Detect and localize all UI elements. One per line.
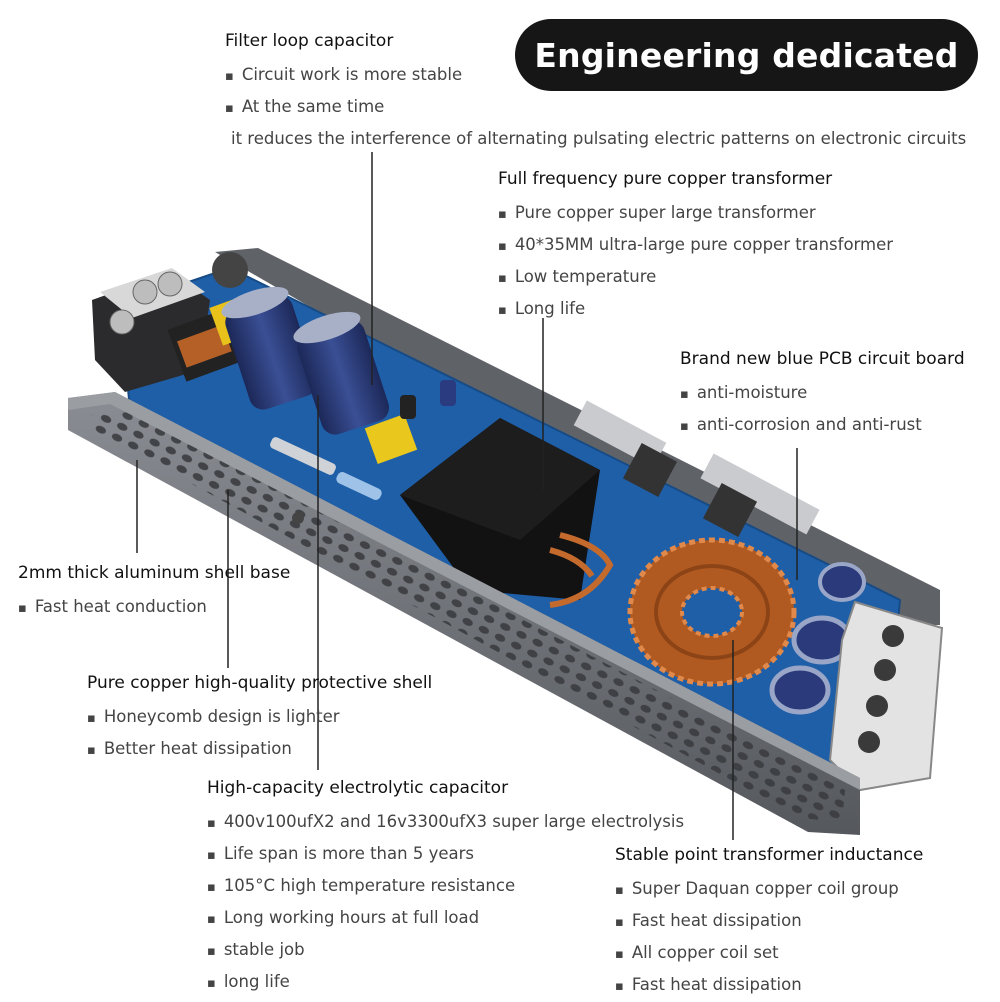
callout-protective-shell: Pure copper high-quality protective shel… — [87, 672, 432, 766]
callout-item: Super Daquan copper coil group — [615, 874, 923, 906]
electrolytic-capacitors-large — [221, 286, 390, 435]
callout-item: Long life — [498, 294, 893, 326]
callout-list: anti-moisture anti-corrosion and anti-ru… — [680, 378, 965, 442]
callout-list: Fast heat conduction — [18, 592, 290, 624]
callout-title: Stable point transformer inductance — [615, 845, 924, 865]
callout-item: Honeycomb design is lighter — [87, 702, 432, 734]
callout-item: anti-moisture — [680, 378, 965, 410]
callout-item: long life — [207, 967, 684, 999]
callout-title: Full frequency pure copper transformer — [498, 169, 833, 189]
callout-title: Pure copper high-quality protective shel… — [87, 673, 433, 693]
callout-title: Filter loop capacitor — [225, 31, 394, 51]
callout-list: Super Daquan copper coil group Fast heat… — [615, 874, 923, 1002]
callout-item: Fast heat dissipation — [615, 970, 923, 1002]
callout-title: 2mm thick aluminum shell base — [18, 563, 291, 583]
callout-item: Circuit work is more stable — [225, 60, 966, 92]
heat-sinks — [573, 400, 820, 538]
main-transformer — [400, 418, 614, 608]
callout-list: Circuit work is more stable At the same … — [225, 60, 966, 156]
callout-title: Brand new blue PCB circuit board — [680, 349, 965, 369]
shell-front-wall — [68, 392, 860, 835]
callout-pcb: Brand new blue PCB circuit board anti-mo… — [680, 348, 965, 442]
callout-item: 105°C high temperature resistance — [207, 871, 684, 903]
callout-list: Honeycomb design is lighter Better heat … — [87, 702, 432, 766]
callout-aluminum-base: 2mm thick aluminum shell base Fast heat … — [18, 562, 290, 624]
callout-filter-capacitor: Filter loop capacitor Circuit work is mo… — [225, 30, 966, 156]
callout-item: All copper coil set — [615, 938, 923, 970]
right-terminal-block — [828, 600, 944, 792]
callout-item: Life span is more than 5 years — [207, 839, 684, 871]
callout-item: Fast heat dissipation — [615, 906, 923, 938]
callout-item: Fast heat conduction — [18, 592, 290, 624]
callout-electrolytic-capacitor: High-capacity electrolytic capacitor 400… — [207, 777, 684, 999]
callout-item-continuation: it reduces the interference of alternati… — [231, 129, 967, 148]
callout-item: anti-corrosion and anti-rust — [680, 410, 965, 442]
callout-list: 400v100ufX2 and 16v3300ufX3 super large … — [207, 807, 684, 999]
callout-item: Pure copper super large transformer — [498, 198, 893, 230]
callout-item: 40*35MM ultra-large pure copper transfor… — [498, 230, 893, 262]
output-capacitors — [769, 562, 866, 715]
callout-inductance: Stable point transformer inductance Supe… — [615, 844, 923, 1002]
callout-title: High-capacity electrolytic capacitor — [207, 778, 509, 798]
callout-list: Pure copper super large transformer 40*3… — [498, 198, 893, 326]
callout-item: 400v100ufX2 and 16v3300ufX3 super large … — [207, 807, 684, 839]
callout-item: At the same time — [225, 92, 966, 124]
callout-item: stable job — [207, 935, 684, 967]
callout-item: Better heat dissipation — [87, 734, 432, 766]
callout-transformer: Full frequency pure copper transformer P… — [498, 168, 893, 326]
toroid-inductor — [627, 537, 797, 687]
callout-item: Low temperature — [498, 262, 893, 294]
small-components — [270, 380, 456, 500]
callout-item: Long working hours at full load — [207, 903, 684, 935]
